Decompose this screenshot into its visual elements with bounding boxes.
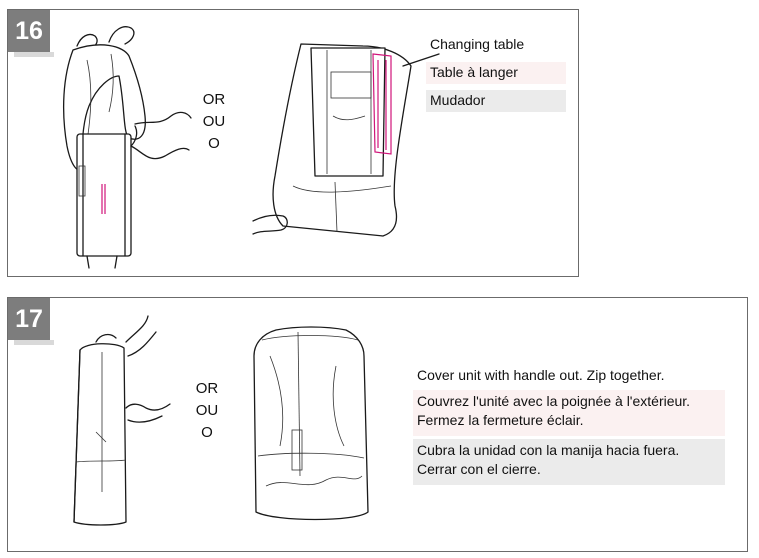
or-label-en: OR bbox=[195, 380, 219, 397]
step-number-badge: 17 bbox=[8, 298, 54, 345]
or-label-es: O bbox=[208, 135, 220, 152]
instruction-en: Cover unit with handle out. Zip together… bbox=[417, 367, 665, 383]
step-17-panel: 17 OR OU O Cover unit with handle out. Z… bbox=[7, 297, 748, 552]
or-separator: OR OU O bbox=[187, 378, 227, 444]
or-label-fr: OU bbox=[195, 402, 219, 419]
or-label-fr: OU bbox=[202, 113, 226, 130]
instruction-fr: Couvrez l'unité avec la poignée à l'exté… bbox=[413, 390, 725, 436]
step-number-badge: 16 bbox=[8, 10, 54, 57]
instruction-fr-line2: Fermez la fermeture éclair. bbox=[417, 412, 584, 428]
illustration-zipped-cover bbox=[253, 326, 369, 521]
instruction-es-line1: Cubra la unidad con la manija hacia fuer… bbox=[417, 442, 680, 458]
instruction-es-line2: Cerrar con el cierre. bbox=[417, 461, 541, 477]
step-16-panel: 16 OR OU O bbox=[7, 9, 579, 277]
label-changing-table-en: Changing table bbox=[430, 36, 525, 52]
illustration-zip-cover-left bbox=[73, 315, 171, 526]
instruction-es: Cubra la unidad con la manija hacia fuer… bbox=[413, 439, 725, 485]
or-label-es: O bbox=[201, 424, 213, 441]
instruction-fr-line1: Couvrez l'unité avec la poignée à l'exté… bbox=[417, 393, 691, 409]
illustration-open-cover-changing-table bbox=[252, 43, 440, 237]
illustration-remove-cover-left bbox=[62, 26, 192, 269]
label-changing-table-es: Mudador bbox=[426, 90, 566, 112]
label-changing-table-fr: Table à langer bbox=[426, 62, 566, 84]
or-separator: OR OU O bbox=[194, 89, 234, 155]
or-label-en: OR bbox=[202, 91, 226, 108]
